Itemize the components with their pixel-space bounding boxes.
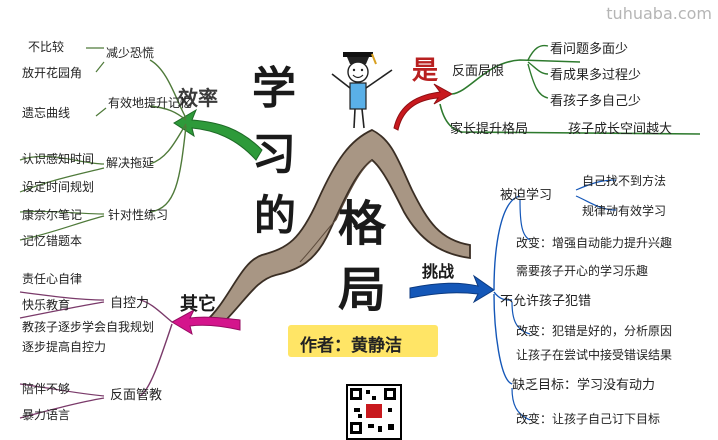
xiaolv-head-lianxi: 针对性练习 [108,208,169,222]
tiaozhan-head-fancuo: 不允许孩子犯错 [500,294,592,309]
xiaolv-item-ganzhi: 认识感知时间 [22,152,95,166]
tiaozhan-fix-2b: 让孩子在尝试中接受错误结果 [516,348,673,362]
branch-tiaozhan-label: 挑战 [422,262,455,281]
tiaozhan-fix-3: 改变：让孩子自己订下目标 [516,412,661,426]
author-label: 作者：黄静洁 [300,336,402,356]
branch-xiaolv-label: 效率 [178,86,218,110]
qr-code-icon [346,384,402,440]
qita-item-baoli: 暴力语言 [22,408,71,422]
xiaolv-item-biji: 康奈尔笔记 [22,208,83,222]
shi-item-1: 看问题多面少 [550,42,629,57]
qita-note-1: 教孩子逐步学会自我规划 [22,320,155,334]
title-char-xue: 学 [252,63,296,114]
title-char-de: 的 [254,191,297,240]
shi-item-2: 看成果多过程少 [550,68,642,83]
graduation-figure-icon [331,52,393,129]
title-char-ge: 格 [338,196,387,252]
tiaozhan-fix-2: 改变：犯错是好的，分析原因 [516,324,673,338]
xiaolv-item-huayuan: 放开花园角 [22,66,83,80]
watermark: tuhuaba.com [606,4,712,23]
mountain-icon [202,129,471,323]
tiaozhan-head-beipo: 被迫学习 [500,188,553,203]
branch-qita-label: 其它 [180,294,216,315]
qita-item-kuaile: 快乐教育 [22,298,71,312]
branch-shi-label: 是 [412,56,439,86]
xiaolv-item-bubijiao: 不比较 [28,40,65,54]
xiaolv-item-guihua: 设定时间规划 [22,180,95,194]
qita-head-zikong: 自控力 [110,296,150,311]
xiaolv-head-tuoyan: 解决拖延 [106,156,155,170]
qita-note-2: 逐步提高自控力 [22,340,107,354]
tiaozhan-item-fangfa: 自己找不到方法 [582,174,667,188]
xiaolv-item-cuoti: 记忆错题本 [22,234,83,248]
tiaozhan-head-mubiao: 缺乏目标：学习没有动力 [512,378,656,393]
author-box [288,325,438,357]
qita-item-peiban: 陪伴不够 [22,382,71,396]
shi-head: 反面局限 [452,64,505,79]
tiaozhan-item-guilv: 规律动有效学习 [582,204,667,218]
xiaolv-item-kongjiu: 减少恐慌 [106,46,155,60]
shi-tail: 家长提升格局 [450,122,529,137]
qita-head-guanjiao: 反面管教 [110,388,163,403]
qita-item-zilv: 责任心自律 [22,272,83,286]
shi-tail-note: 孩子成长空间越大 [568,122,673,137]
title-char-xi: 习 [252,129,296,180]
title-char-ju: 局 [338,262,387,318]
tiaozhan-fix-1: 改变：增强自动能力提升兴趣 [516,236,673,250]
xiaolv-item-yiwang: 遗忘曲线 [22,106,71,120]
xiaolv-head-jiyi: 有效地提升记忆 [108,96,193,110]
shi-item-3: 看孩子多自己少 [550,94,642,109]
tiaozhan-fix-1b: 需要孩子开心的学习乐趣 [516,264,649,278]
